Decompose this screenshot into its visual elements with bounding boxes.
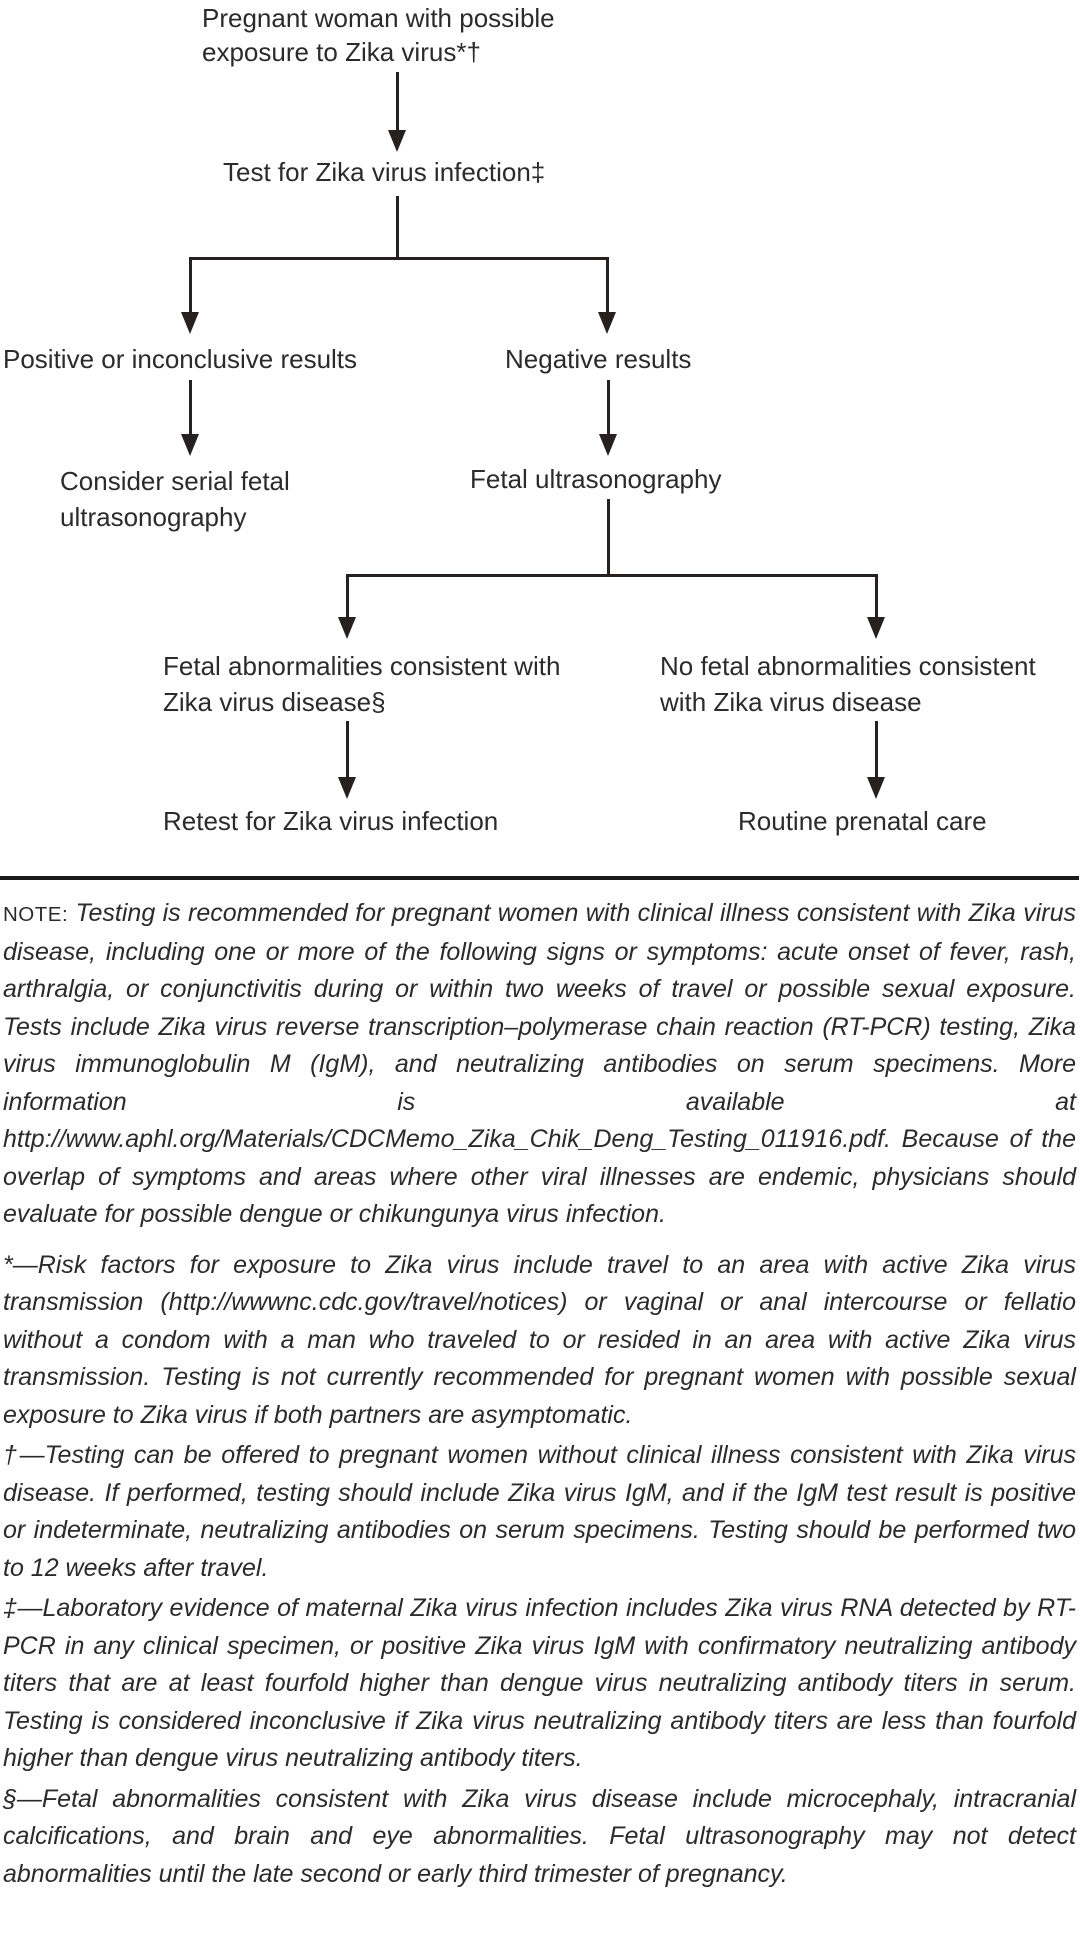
footnote-text: Fetal abnormalities consistent with Zika… (3, 1784, 1076, 1888)
branch-line-results (189, 257, 609, 260)
arrow-down-icon (338, 777, 356, 799)
connector-abnormalities-to-retest (346, 721, 349, 778)
arrow-down-icon (388, 130, 406, 152)
zika-testing-flowchart: Pregnant woman with possible exposure to… (0, 0, 1079, 876)
footnote-symbol: † (3, 1441, 20, 1469)
note-text: Testing is recommended for pregnant wome… (3, 899, 1076, 1228)
flow-node-positive-results: Positive or inconclusive results (3, 344, 358, 374)
footnote-dash: — (12, 1250, 38, 1279)
connector-to-no-abnormalities (875, 574, 878, 618)
connector-start-to-test (396, 72, 399, 132)
connector-no-abnormalities-to-routine (875, 721, 878, 778)
arrow-down-icon (598, 312, 616, 334)
footnote-text: Testing can be offered to pregnant women… (3, 1441, 1076, 1582)
connector-negative-to-ultrasound (607, 380, 610, 435)
flow-node-start: Pregnant woman with possible exposure to… (202, 3, 555, 67)
flow-node-routine-prenatal-care: Routine prenatal care (738, 806, 987, 836)
footnote-dagger: †—Testing can be offered to pregnant wom… (3, 1437, 1076, 1587)
footnote-text: Risk factors for exposure to Zika virus … (3, 1250, 1076, 1429)
footnote-symbol: * (3, 1250, 13, 1279)
branch-line-abnormalities (346, 574, 878, 577)
flow-node-test: Test for Zika virus infection‡ (223, 157, 546, 187)
note-label: NOTE: (3, 903, 69, 926)
footnote-symbol: § (3, 1784, 17, 1813)
footnote-dash: — (16, 1784, 42, 1813)
footnote-symbol: ‡ (3, 1594, 18, 1622)
arrow-down-icon (867, 617, 885, 639)
footnote-asterisk: *—Risk factors for exposure to Zika viru… (3, 1247, 1076, 1435)
footnote-double-dagger: ‡—Laboratory evidence of maternal Zika v… (3, 1590, 1076, 1778)
arrow-down-icon (867, 777, 885, 799)
arrow-down-icon (181, 312, 199, 334)
flow-node-fetal-ultrasonography: Fetal ultrasonography (470, 464, 722, 494)
section-divider (0, 876, 1079, 880)
figure-notes: NOTE: Testing is recommended for pregnan… (0, 880, 1079, 1893)
arrow-down-icon (181, 434, 199, 456)
connector-to-positive (189, 257, 192, 314)
connector-to-abnormalities (346, 574, 349, 618)
flow-node-negative-results: Negative results (505, 344, 692, 374)
footnote-dash: — (19, 1441, 45, 1469)
footnote-text: Laboratory evidence of maternal Zika vir… (3, 1594, 1076, 1772)
flow-node-no-fetal-abnormalities: No fetal abnormalities consistent with Z… (660, 651, 1036, 717)
arrow-down-icon (599, 434, 617, 456)
flow-node-retest: Retest for Zika virus infection (163, 806, 499, 836)
flow-node-consider-serial-ultrasound: Consider serial fetal ultrasonography (60, 466, 290, 532)
connector-positive-to-consider (189, 380, 192, 435)
flow-node-fetal-abnormalities: Fetal abnormalities consistent with Zika… (163, 651, 561, 717)
connector-test-trunk (396, 196, 399, 259)
footnote-section: §—Fetal abnormalities consistent with Zi… (3, 1781, 1076, 1894)
arrow-down-icon (338, 617, 356, 639)
connector-ultrasound-trunk (607, 499, 610, 577)
connector-to-negative (606, 257, 609, 314)
note-paragraph: NOTE: Testing is recommended for pregnan… (3, 895, 1076, 1234)
footnote-dash: — (17, 1594, 43, 1622)
